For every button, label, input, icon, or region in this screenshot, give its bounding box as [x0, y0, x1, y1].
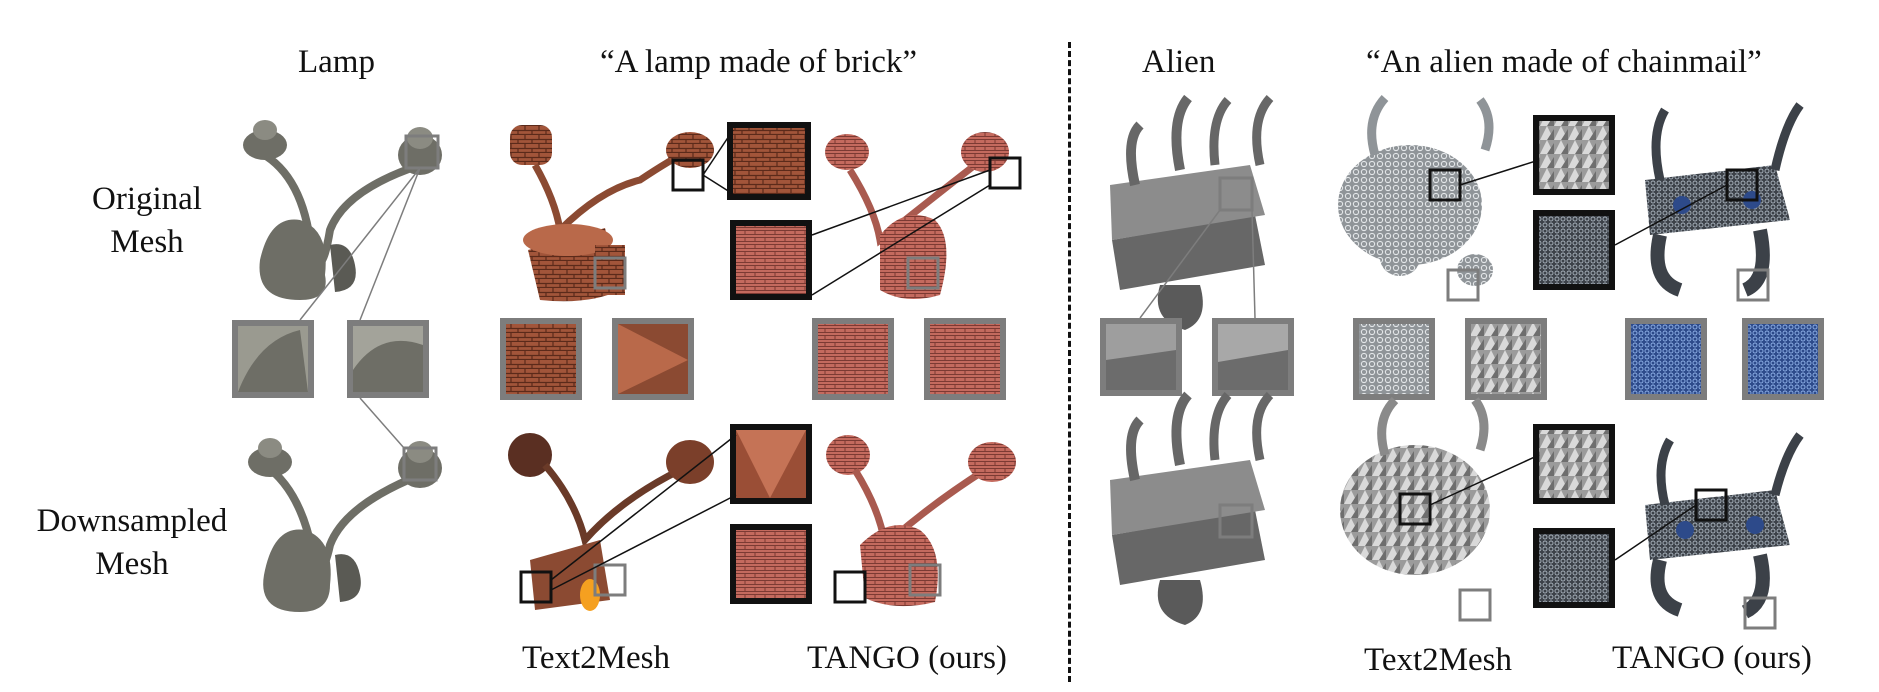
brick-t2m-ds-black-marker: [519, 570, 553, 604]
chainmail-tango-downsampled: [1645, 432, 1804, 619]
caption-text2mesh-alien: Text2Mesh: [1364, 642, 1513, 678]
chain-tango-ds-gray-marker: [1743, 596, 1777, 630]
brick-tango-ds-gray-marker: [908, 563, 942, 597]
chain-t2m-gray-marker: [1446, 268, 1480, 302]
brick-tango-gray-marker: [906, 256, 940, 290]
alien-original-mesh: [1110, 94, 1274, 330]
lamp-title: Lamp: [298, 44, 375, 80]
brick-tango-black-marker: [988, 156, 1022, 190]
group-divider: [1068, 42, 1071, 682]
caption-tango-lamp: TANGO (ours): [807, 640, 1007, 676]
lamp-ds-zoom-marker: [402, 446, 438, 482]
chain-t2m-ds-black-marker: [1398, 492, 1432, 526]
chainmail-tango-original: [1645, 102, 1804, 297]
alien-chainmail-prompt-title: “An alien made of chainmail”: [1366, 44, 1762, 80]
alien-downsampled-mesh: [1110, 391, 1274, 625]
brick-lamp-tango-original: [825, 132, 1009, 299]
alien-title: Alien: [1142, 44, 1216, 80]
caption-tango-alien: TANGO (ours): [1612, 640, 1812, 676]
brick-tango-ds-black-marker: [833, 570, 867, 604]
brick-lamp-tango-downsampled: [826, 435, 1016, 607]
lamp-downsampled-mesh: [248, 438, 442, 612]
brick-lamp-text2mesh-original: [510, 125, 714, 302]
brick-lamp-text2mesh-downsampled: [508, 433, 714, 611]
chainmail-text2mesh-original: [1338, 94, 1494, 286]
brick-t2m-ds-gray-marker: [593, 563, 627, 597]
chainmail-text2mesh-downsampled: [1340, 396, 1490, 575]
brick-t2m-gray-marker: [593, 256, 627, 290]
alien-ds-zoom-marker: [1218, 503, 1254, 539]
lamp-brick-prompt-title: “A lamp made of brick”: [600, 44, 918, 80]
alien-zoom-marker: [1218, 176, 1254, 212]
chain-t2m-ds-gray-marker: [1458, 588, 1492, 622]
chain-tango-gray-marker: [1736, 268, 1770, 302]
lamp-original-mesh: [243, 120, 442, 300]
caption-text2mesh-lamp: Text2Mesh: [522, 640, 671, 676]
lamp-zoom-marker: [404, 134, 440, 170]
